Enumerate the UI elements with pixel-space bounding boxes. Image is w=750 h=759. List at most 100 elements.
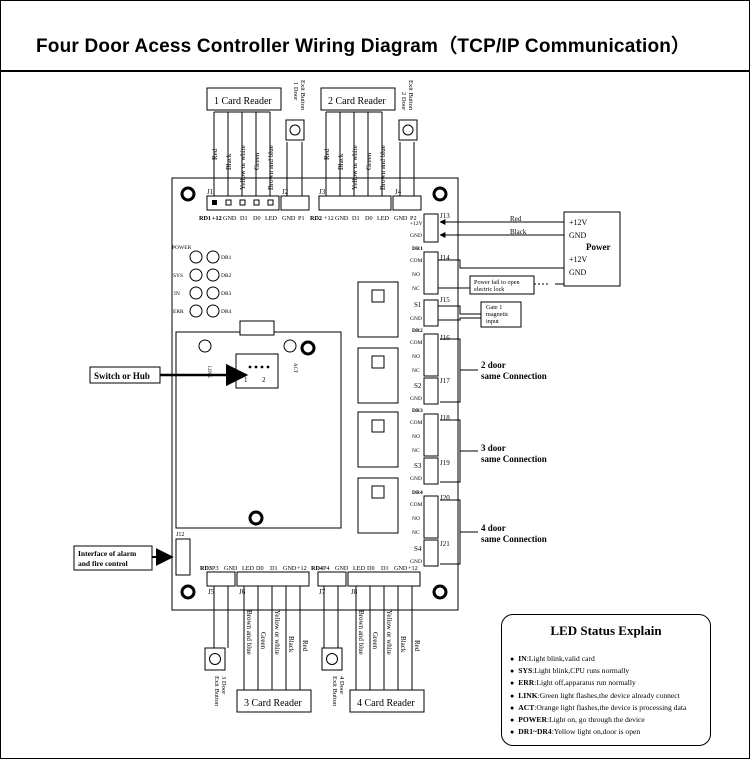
svg-text:Red: Red [323,148,331,160]
svg-text:J4: J4 [395,188,402,196]
relays [357,281,399,534]
door-brackets [440,338,478,565]
svg-text:+12: +12 [408,565,418,572]
svg-text:J6: J6 [239,588,246,596]
svg-text:J12: J12 [176,532,184,538]
svg-text:SYS: SYS [173,273,183,279]
svg-text:D0: D0 [256,565,264,572]
svg-text:GND: GND [224,565,238,572]
svg-text:+12V: +12V [569,255,588,264]
svg-text:4 Door: 4 Door [338,676,345,695]
svg-text:Green: Green [259,632,267,650]
svg-text:J17: J17 [440,377,450,385]
led-status-heading: LED Status Explain [550,623,662,638]
svg-text:Black: Black [287,636,295,653]
list-item: POWER:Light on, go through the device [510,714,686,726]
connector-j12[interactable] [175,538,191,576]
top-connector-j4[interactable] [392,195,422,211]
svg-text:Exit Button: Exit Button [213,676,220,707]
rd1-pin-labels: RD1 +12 GND D1 D0 LED GND P1 [199,215,305,222]
svg-text:NO: NO [412,434,420,440]
list-item: SYS:Light blink,CPU runs normally [510,665,686,677]
exit-button-2[interactable] [398,119,418,141]
svg-text:NO: NO [412,354,420,360]
controller-board [171,177,459,611]
svg-text:Power: Power [586,242,611,252]
right-connectors[interactable] [423,213,439,567]
rd2-pin-labels: RD2 +12 GND D1 D0 LED GND P2 [310,215,417,222]
svg-text:P2: P2 [410,215,417,222]
svg-text:Green: Green [365,152,373,170]
svg-text:Black: Black [337,153,345,170]
exit-button-1[interactable] [285,119,305,141]
reader4-wires [323,586,413,690]
svg-text:ACT: ACT [292,363,297,373]
svg-text:NO: NO [412,516,420,522]
svg-text:D1: D1 [352,215,360,222]
svg-text:GND: GND [410,233,422,239]
svg-text:Red: Red [211,148,219,160]
top-connector-j2[interactable] [280,195,310,211]
right-connector-labels: J13 J14 J15 J16 J17 J18 J19 J20 J21 [440,212,450,548]
svg-text:J18: J18 [440,414,450,422]
card-reader-3[interactable] [236,689,312,713]
svg-text:Yellow or white: Yellow or white [239,145,247,190]
svg-text:GND: GND [282,215,296,222]
svg-text:S1: S1 [414,301,422,309]
title-bar: Four Door Acess Controller Wiring Diagra… [0,0,750,72]
svg-text:4 Card Reader: 4 Card Reader [357,698,415,709]
svg-text:Brown and blue: Brown and blue [267,145,275,190]
svg-text:S4: S4 [414,545,422,553]
svg-text:Red: Red [413,640,421,652]
list-item: ACT:Orange light flashes,the device is p… [510,702,686,714]
svg-text:D0: D0 [367,565,375,572]
svg-text:S3: S3 [414,462,422,470]
svg-text:J3: J3 [319,188,326,196]
svg-text:Red: Red [301,640,309,652]
exit-button-3[interactable] [204,647,226,671]
list-item: IN:Light blink,valid card [510,653,686,665]
alarm-interface-box[interactable] [73,545,153,571]
card-reader-2[interactable] [320,87,396,111]
svg-text:LED: LED [353,565,366,572]
svg-text:GND: GND [569,268,587,277]
svg-text:D1: D1 [270,565,278,572]
mount-holes [180,186,448,600]
exit-button-4[interactable] [321,647,343,671]
reader3-wires [213,586,301,690]
electric-lock-note [469,275,535,295]
led-status-list: IN:Light blink,valid card SYS:Light blin… [510,653,686,738]
svg-text:Black: Black [399,636,407,653]
power-supply [563,211,621,287]
svg-text:DR3: DR3 [412,408,423,414]
bottom-connectors[interactable] [206,571,421,587]
svg-text:GND: GND [410,476,422,482]
svg-text:3 Card Reader: 3 Card Reader [244,698,302,709]
svg-text:GND: GND [569,231,587,240]
svg-text:1 Card Reader: 1 Card Reader [214,96,272,107]
status-led-labels: POWER DR1 SYS DR2 IN DR3 ERR DR4 [172,245,232,315]
card-reader-1[interactable] [206,87,282,111]
svg-text:LINK: LINK [206,366,211,378]
svg-text:+12: +12 [212,215,222,222]
svg-text:COM: COM [410,420,423,426]
svg-text:LED: LED [377,215,390,222]
power-wires [438,219,564,285]
svg-text:+12: +12 [324,215,334,222]
card-reader-4[interactable] [349,689,425,713]
svg-text:GND: GND [283,565,297,572]
svg-text:Green: Green [371,632,379,650]
rj45-port[interactable] [235,353,279,389]
svg-text:J8: J8 [351,588,358,596]
svg-text:LED: LED [265,215,278,222]
led-status-panel: LED Status Explain IN:Light blink,valid … [501,614,711,746]
top-connector-j3[interactable] [318,195,392,211]
svg-text:Yellow or white: Yellow or white [385,610,393,655]
svg-text:J15: J15 [440,296,450,304]
svg-text:Black: Black [225,153,233,170]
top-connector-j1[interactable] [206,195,280,211]
